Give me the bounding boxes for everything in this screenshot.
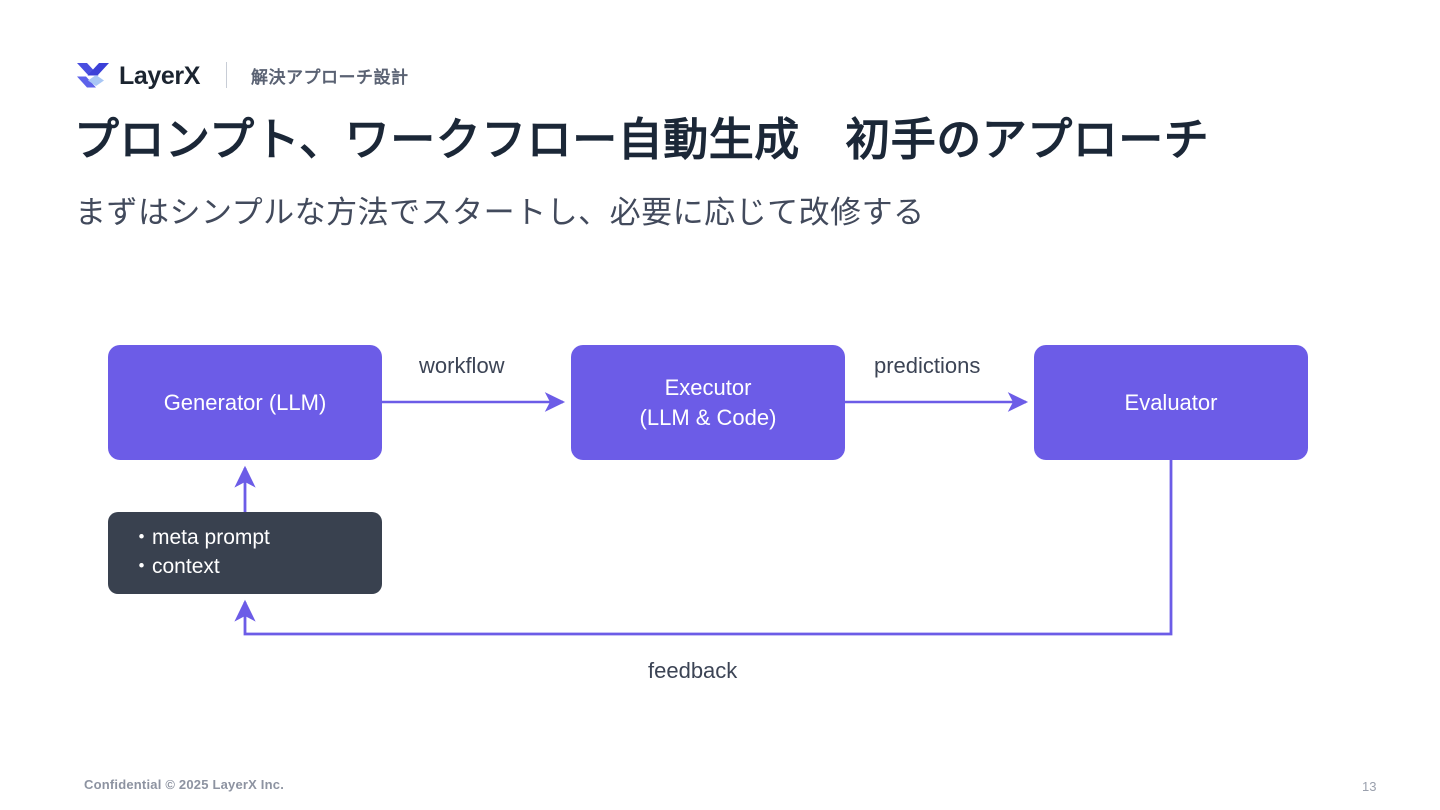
node-context-label: ・meta prompt ・context: [131, 526, 270, 578]
page-subtitle: まずはシンプルな方法でスタートし、必要に応じて改修する: [75, 195, 925, 230]
edge-label-predictions: predictions: [874, 353, 981, 378]
node-generator[interactable]: Generator (LLM): [108, 345, 382, 460]
section-label: 解決アプローチ設計: [251, 67, 409, 87]
edge-label-workflow: workflow: [419, 353, 505, 378]
node-evaluator[interactable]: Evaluator: [1034, 345, 1308, 460]
node-executor[interactable]: Executor (LLM & Code): [571, 345, 845, 460]
page-title: プロンプト、ワークフロー自動生成 初手のアプローチ: [74, 114, 1210, 165]
node-generator-label: Generator (LLM): [163, 389, 327, 415]
layerx-x-logo-icon: [77, 63, 109, 88]
footer-confidential: Confidential © 2025 LayerX Inc.: [84, 777, 285, 792]
brand-wordmark: LayerX: [119, 61, 200, 90]
brand-divider: [226, 62, 227, 88]
brand-bar: LayerX 解決アプローチ設計: [76, 58, 409, 92]
node-context[interactable]: ・meta prompt ・context: [108, 512, 382, 594]
footer-page-number: 13: [1362, 779, 1377, 794]
edge-label-feedback: feedback: [648, 658, 738, 683]
node-evaluator-label: Evaluator: [1124, 389, 1218, 415]
node-executor-label: Executor (LLM & Code): [639, 375, 777, 430]
